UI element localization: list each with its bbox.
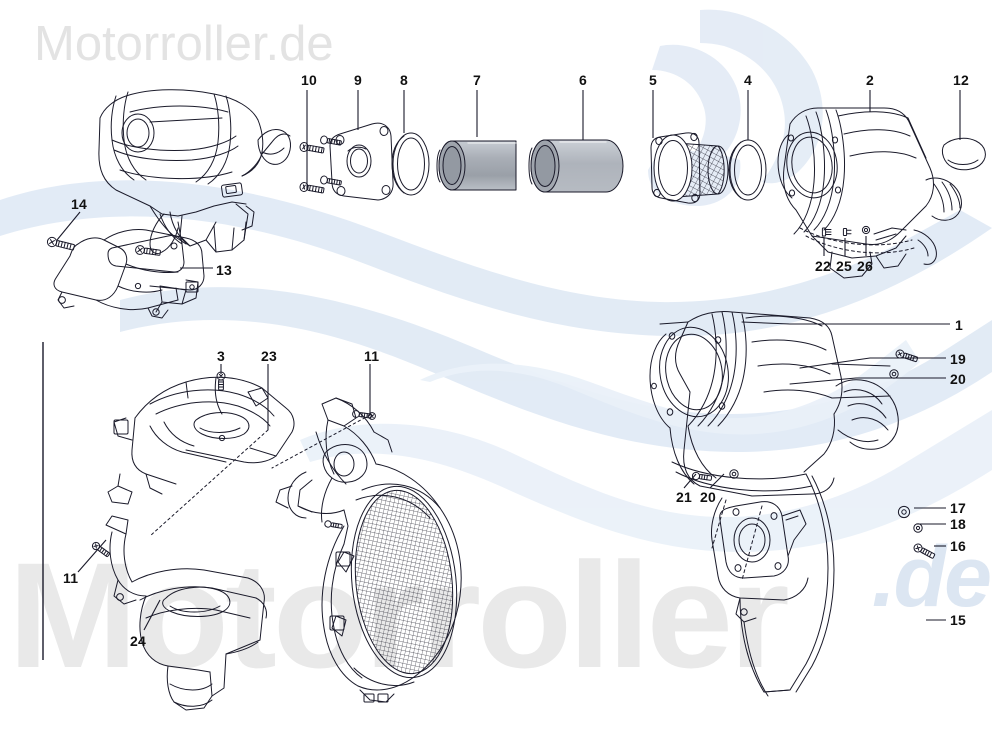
callout-label-2: 2 bbox=[866, 72, 874, 88]
parts-fasteners-right bbox=[691, 349, 936, 559]
callout-label-3: 3 bbox=[217, 348, 225, 364]
parts-22-25-26-fasteners bbox=[821, 225, 907, 241]
callout-label-23: 23 bbox=[261, 348, 277, 364]
callout-label-20: 20 bbox=[950, 371, 966, 387]
part-24-duct-hose bbox=[91, 473, 267, 711]
part-10-bolts bbox=[299, 135, 342, 194]
callout-label-17: 17 bbox=[950, 500, 966, 516]
callout-leader-20b bbox=[709, 473, 725, 489]
callout-label-14: 14 bbox=[71, 196, 87, 212]
part-23-duct-cover bbox=[113, 371, 295, 495]
callout-label-26: 26 bbox=[857, 258, 873, 274]
callout-label-7: 7 bbox=[473, 72, 481, 88]
part-8-gasket-ring bbox=[391, 132, 430, 196]
callout-label-25: 25 bbox=[836, 258, 852, 274]
part-13-bracket bbox=[46, 229, 205, 319]
callout-leader-14 bbox=[56, 211, 81, 241]
callout-label-5: 5 bbox=[649, 72, 657, 88]
watermark-top-text: Motorroller.de bbox=[34, 17, 334, 71]
callout-leader-11b bbox=[77, 539, 107, 573]
callout-label-13: 13 bbox=[216, 262, 232, 278]
part-6-intake-pipe-long bbox=[528, 139, 624, 193]
part-4-sealing-ring bbox=[728, 139, 767, 201]
callout-label-16: 16 bbox=[950, 538, 966, 554]
callout-label-15: 15 bbox=[950, 612, 966, 628]
callout-label-20b: 20 bbox=[700, 489, 716, 505]
part-7-intake-pipe-short bbox=[436, 140, 517, 191]
callout-label-24: 24 bbox=[130, 633, 146, 649]
callout-label-19: 19 bbox=[950, 351, 966, 367]
part-airbox-left bbox=[98, 89, 291, 255]
callout-label-4: 4 bbox=[744, 72, 752, 88]
part-5-air-filter-element bbox=[650, 132, 729, 204]
part-2-air-filter-box bbox=[777, 107, 986, 279]
part-1-fan-cowling-assembly bbox=[649, 311, 899, 697]
callout-label-21: 21 bbox=[676, 489, 692, 505]
callout-label-8: 8 bbox=[400, 72, 408, 88]
callout-leader-21 bbox=[683, 473, 697, 489]
part-9-flange bbox=[329, 122, 394, 201]
callout-label-9: 9 bbox=[354, 72, 362, 88]
callout-label-10: 10 bbox=[301, 72, 317, 88]
watermark-bottom-suffix: .de bbox=[871, 529, 992, 625]
callout-label-22: 22 bbox=[815, 258, 831, 274]
callout-label-12: 12 bbox=[953, 72, 969, 88]
callout-label-18: 18 bbox=[950, 516, 966, 532]
callout-label-1: 1 bbox=[955, 317, 963, 333]
callout-leader-24 bbox=[143, 599, 161, 631]
callout-label-11: 11 bbox=[364, 348, 380, 364]
callout-label-11b: 11 bbox=[63, 570, 79, 586]
part-fan-cowling-center bbox=[275, 397, 462, 703]
callout-label-6: 6 bbox=[579, 72, 587, 88]
